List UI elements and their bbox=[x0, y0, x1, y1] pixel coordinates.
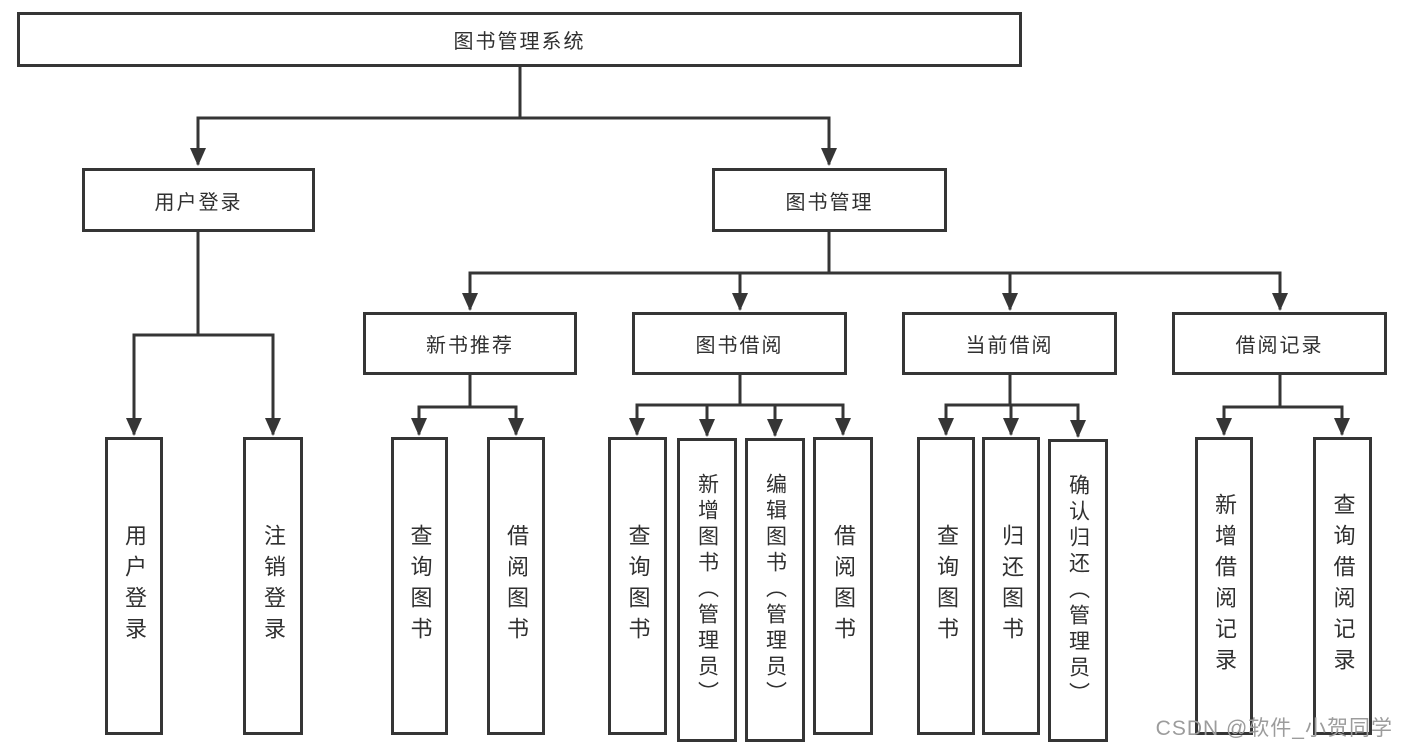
leaf-bb-add-books-admin-label: 新增图书（管理员） bbox=[695, 473, 719, 707]
node-user-login: 用户登录 bbox=[82, 168, 315, 232]
node-root-label: 图书管理系统 bbox=[453, 31, 586, 53]
node-book-management-label: 图书管理 bbox=[785, 191, 874, 214]
node-book-borrow-label: 图书借阅 bbox=[695, 335, 784, 357]
leaf-bb-query-books-label: 查询图书 bbox=[625, 524, 651, 648]
leaf-bb-add-books-admin: 新增图书（管理员） bbox=[677, 438, 737, 742]
leaf-logout-label: 注销登录 bbox=[261, 524, 286, 648]
node-book-borrow: 图书借阅 bbox=[632, 312, 847, 375]
leaf-bb-edit-books-admin: 编辑图书（管理员） bbox=[745, 438, 805, 742]
leaf-cb-return-books: 归还图书 bbox=[982, 437, 1040, 735]
watermark: CSDN @软件_小贺同学 bbox=[1155, 717, 1393, 740]
node-current-borrow: 当前借阅 bbox=[902, 312, 1117, 375]
leaf-cb-confirm-return-admin: 确认归还（管理员） bbox=[1048, 439, 1108, 742]
node-borrow-records: 借阅记录 bbox=[1172, 312, 1387, 375]
node-new-book-recommend-label: 新书推荐 bbox=[426, 335, 514, 357]
leaf-br-add-record: 新增借阅记录 bbox=[1195, 437, 1253, 735]
leaf-bb-edit-books-admin-label: 编辑图书（管理员） bbox=[763, 473, 787, 707]
leaf-br-query-record-label: 查询借阅记录 bbox=[1330, 493, 1356, 679]
leaf-user-login: 用户登录 bbox=[105, 437, 163, 735]
leaf-cb-return-books-label: 归还图书 bbox=[999, 524, 1024, 648]
leaf-br-query-record: 查询借阅记录 bbox=[1313, 437, 1372, 735]
leaf-cb-query-books-label: 查询图书 bbox=[934, 524, 959, 648]
leaf-nb-borrow-books-label: 借阅图书 bbox=[504, 524, 529, 648]
node-borrow-records-label: 借阅记录 bbox=[1235, 335, 1324, 357]
leaf-bb-borrow-books-label: 借阅图书 bbox=[831, 524, 856, 648]
leaf-nb-query-books: 查询图书 bbox=[391, 437, 448, 735]
leaf-bb-query-books: 查询图书 bbox=[608, 437, 667, 735]
leaf-user-login-label: 用户登录 bbox=[122, 524, 147, 648]
leaf-br-add-record-label: 新增借阅记录 bbox=[1212, 493, 1237, 679]
leaf-cb-query-books: 查询图书 bbox=[917, 437, 975, 735]
leaf-bb-borrow-books: 借阅图书 bbox=[813, 437, 873, 735]
leaf-cb-confirm-return-admin-label: 确认归还（管理员） bbox=[1066, 473, 1090, 708]
node-new-book-recommend: 新书推荐 bbox=[363, 312, 577, 375]
node-user-login-label: 用户登录 bbox=[154, 191, 243, 214]
leaf-logout: 注销登录 bbox=[243, 437, 303, 735]
node-current-borrow-label: 当前借阅 bbox=[965, 335, 1054, 357]
node-root: 图书管理系统 bbox=[17, 12, 1022, 67]
leaf-nb-borrow-books: 借阅图书 bbox=[487, 437, 545, 735]
leaf-nb-query-books-label: 查询图书 bbox=[407, 524, 433, 648]
node-book-management: 图书管理 bbox=[712, 168, 947, 232]
